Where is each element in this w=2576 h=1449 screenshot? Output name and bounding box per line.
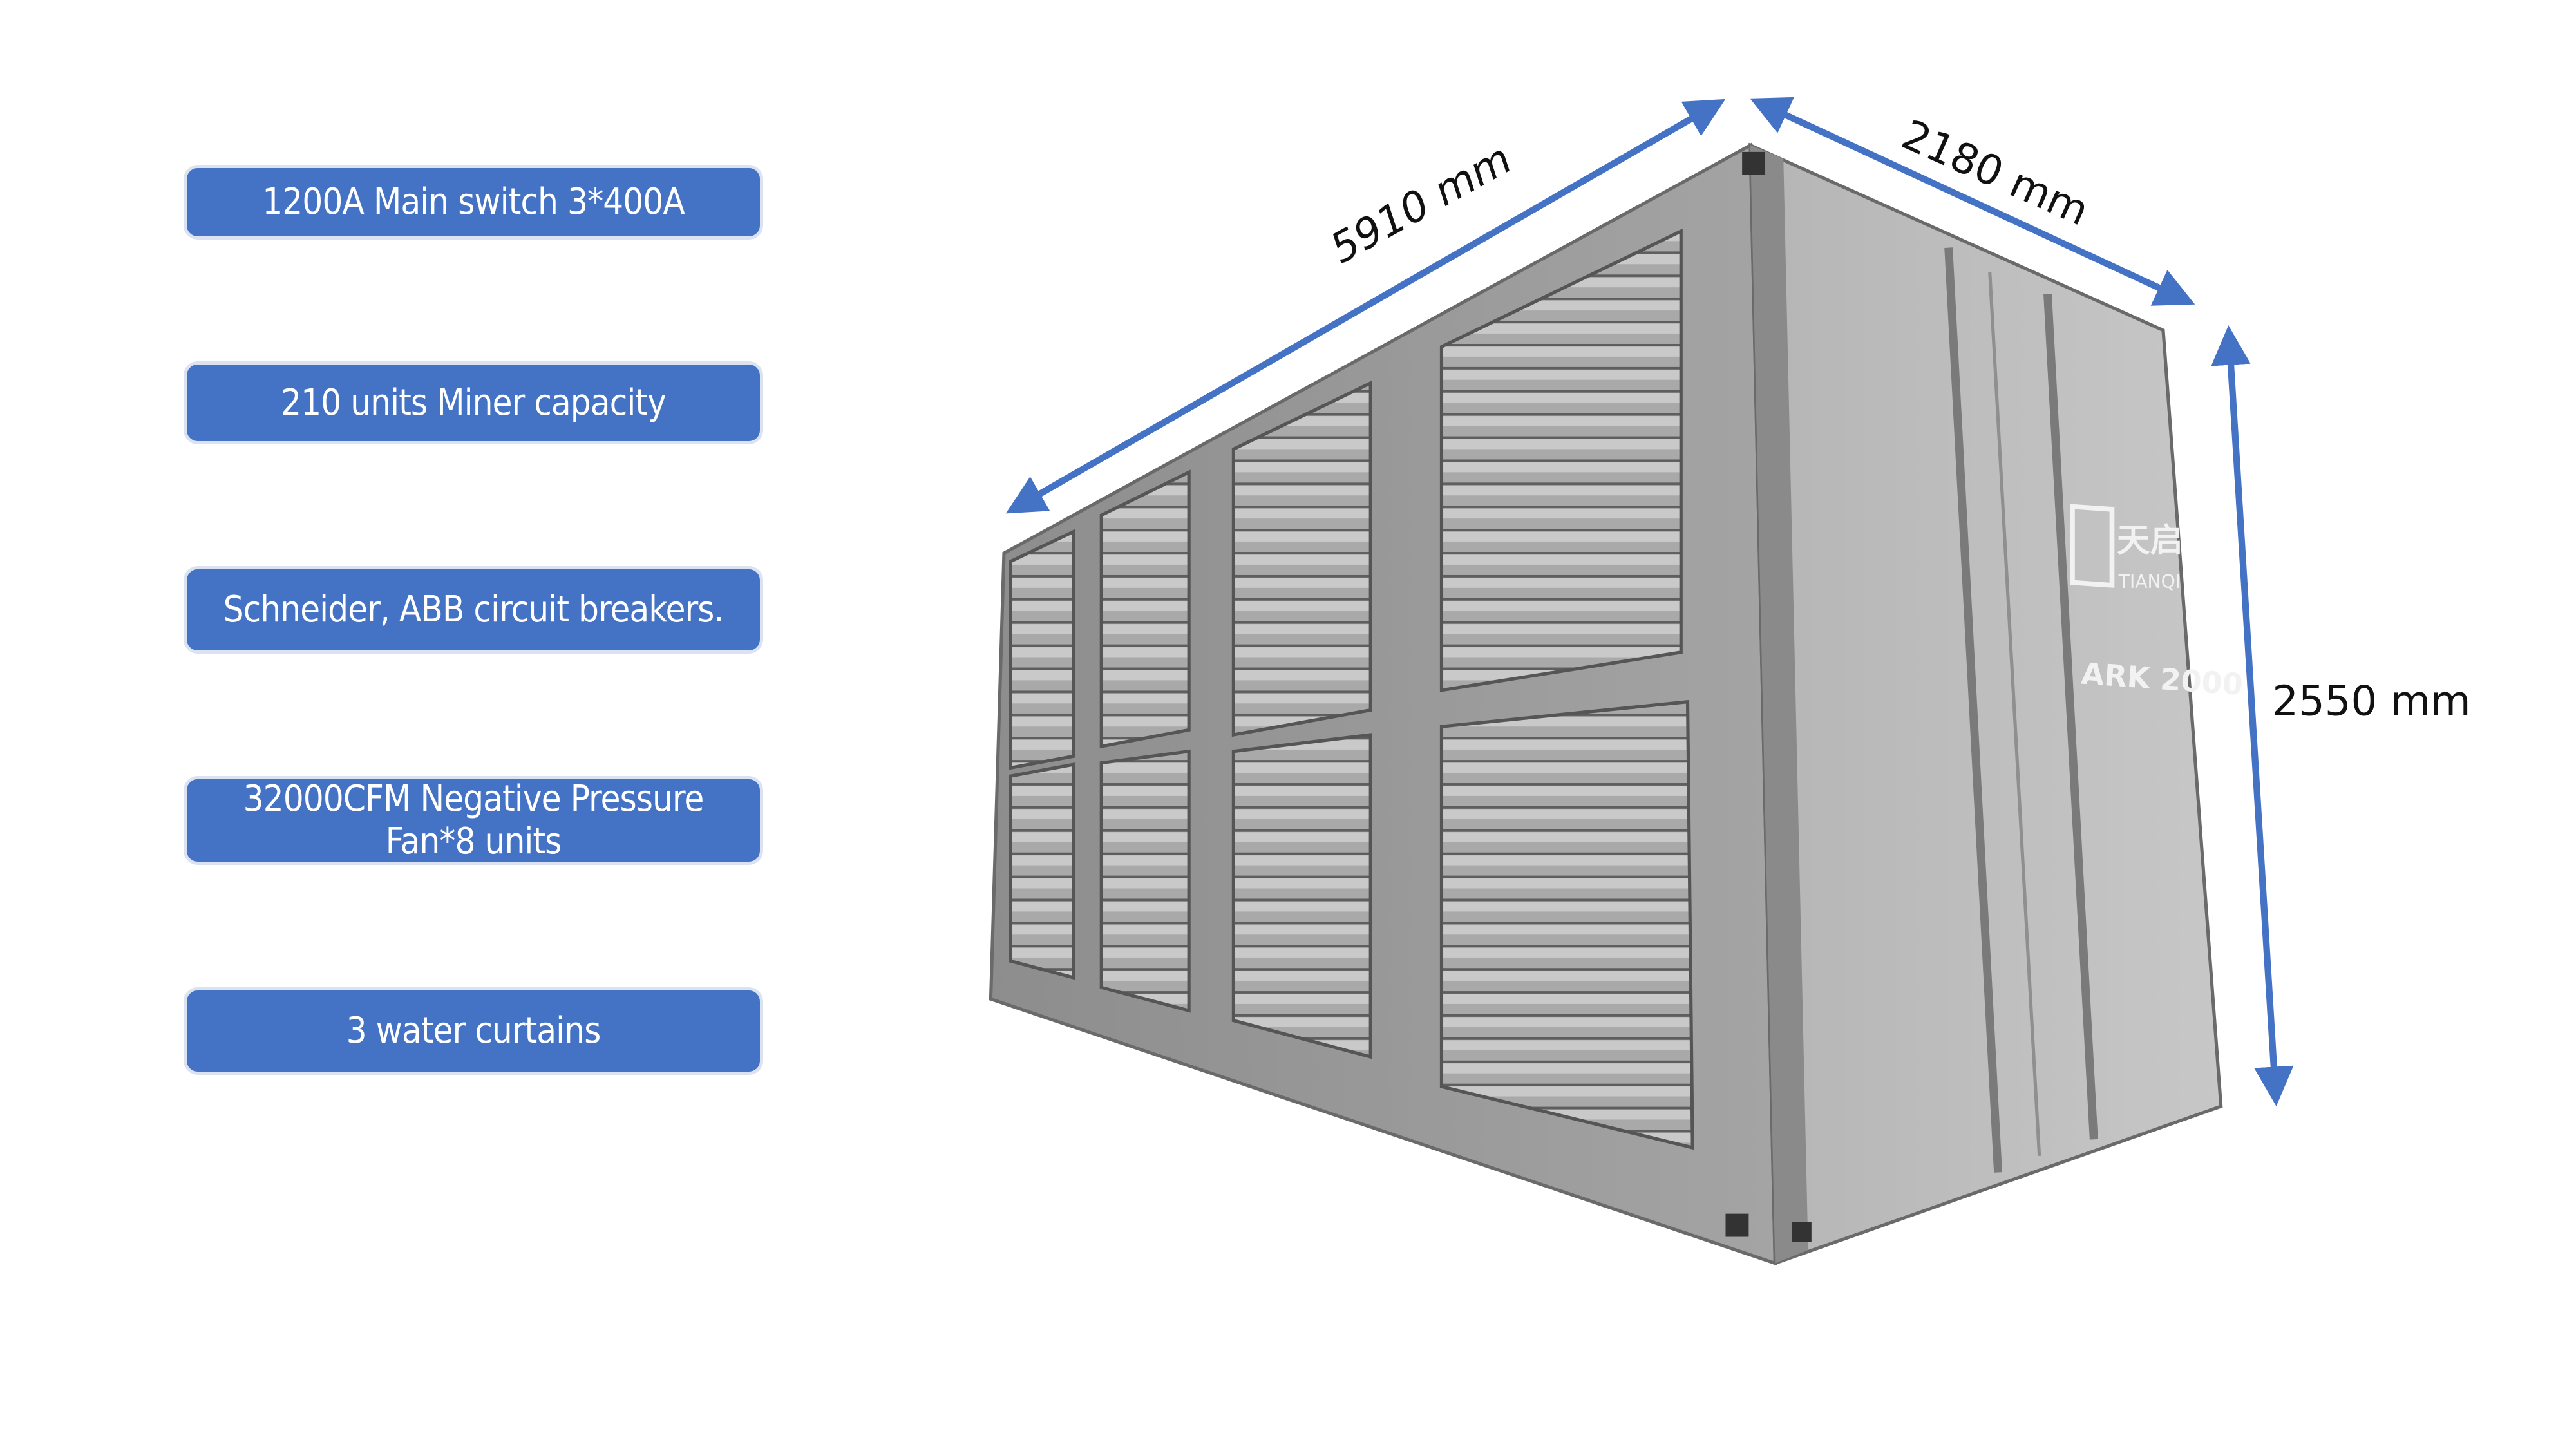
fan-panel	[1009, 529, 1075, 770]
width-label: 2180 mm	[1895, 111, 2096, 236]
feature-circuit-breakers: Schneider, ABB circuit breakers.	[184, 566, 763, 654]
brand-logo: TIANQI	[2118, 571, 2181, 592]
height-arrow	[2211, 325, 2294, 1106]
feature-water-curtains: 3 water curtains	[184, 987, 763, 1075]
brand-logo-cn: 天启	[2117, 521, 2183, 560]
length-label: 5910 mm	[1323, 135, 1520, 273]
container-doors	[1748, 142, 2223, 1266]
width-arrow	[1750, 97, 2195, 306]
fan-panel	[1099, 469, 1191, 749]
feature-miner-capacity: 210 units Miner capacity	[184, 361, 763, 444]
feature-main-switch: 1200A Main switch 3*400A	[184, 165, 763, 240]
length-arrow	[1005, 99, 1726, 514]
fan-panel	[1009, 762, 1075, 980]
feature-fans: 32000CFM Negative Pressure Fan*8 units	[184, 776, 763, 865]
fan-panel	[1439, 699, 1694, 1150]
fan-panel	[1099, 749, 1191, 1013]
fan-panel	[1231, 733, 1372, 1059]
height-label: 2550 mm	[2272, 677, 2470, 725]
